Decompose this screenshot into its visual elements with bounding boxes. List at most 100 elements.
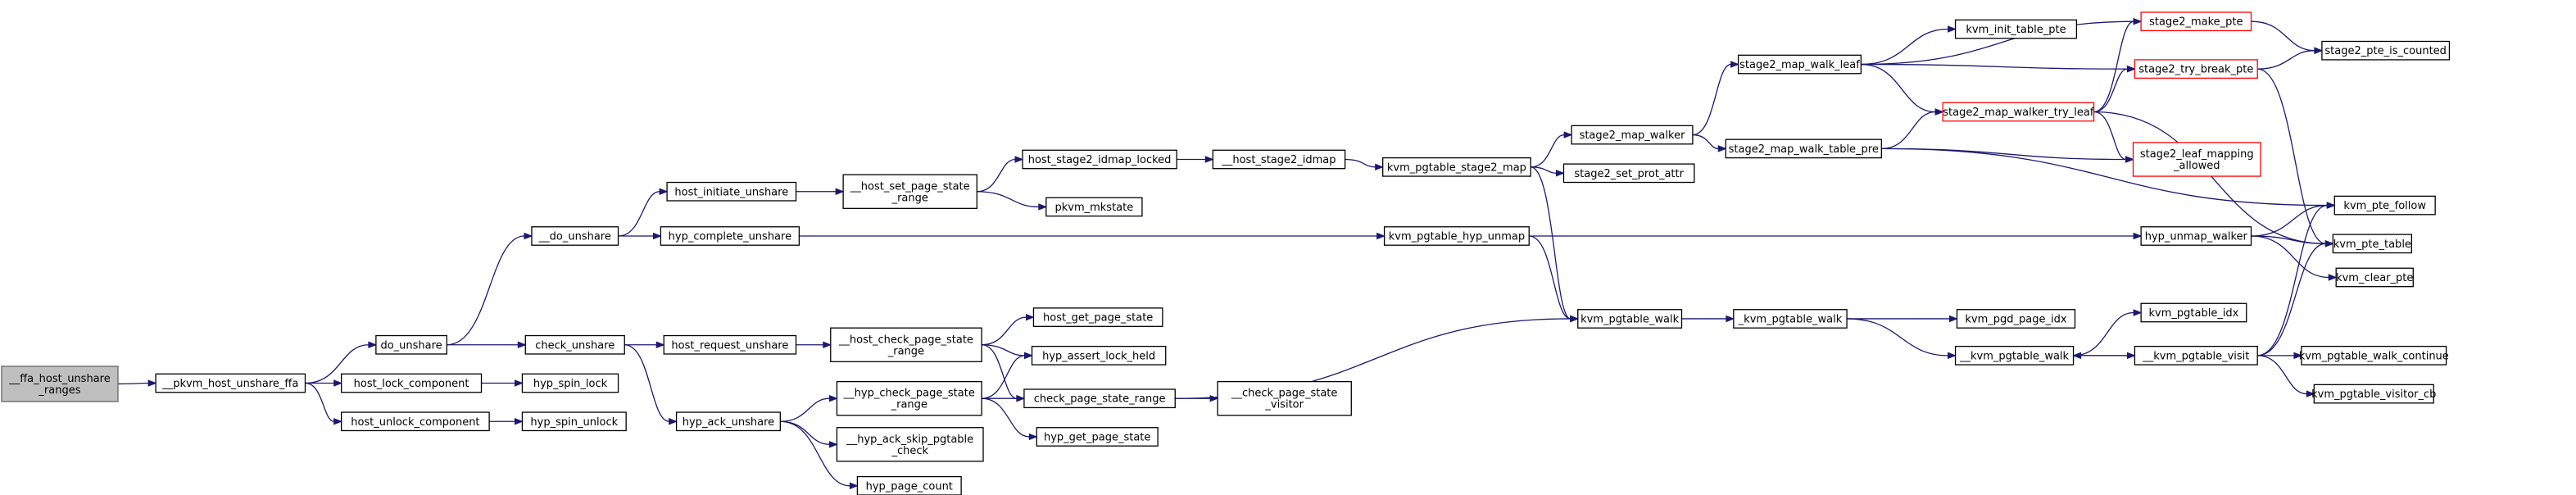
node-label: _check xyxy=(891,445,928,457)
node-kvm-pgtable-visitor-cb[interactable]: kvm_pgtable_visitor_cb xyxy=(2311,384,2436,404)
node-kvm-pgd-page-idx[interactable]: kvm_pgd_page_idx xyxy=(1956,309,2076,329)
node-box xyxy=(531,226,619,246)
node-ffa-host-unshare-ranges[interactable]: __ffa_host_unshare_ranges xyxy=(1,366,119,402)
node-label: _kvm_pgtable_walk xyxy=(1738,313,1843,325)
edge-hyp-check-page-state-range-to-hyp-assert-lock-held xyxy=(982,355,1025,399)
node-stage2-map-walk-table-pre[interactable]: stage2_map_walk_table_pre xyxy=(1725,139,1882,159)
edge-arrowhead xyxy=(652,232,662,240)
node-kvm-pgtable-stage2-map[interactable]: kvm_pgtable_stage2_map xyxy=(1382,157,1531,177)
node-kvm-init-table-pte[interactable]: kvm_init_table_pte xyxy=(1954,19,2078,39)
edge-arrowhead xyxy=(1948,25,1957,33)
node-do-unshare[interactable]: __do_unshare xyxy=(531,226,619,246)
node-check-unshare[interactable]: check_unshare xyxy=(524,334,625,355)
node-label: stage2_leaf_mapping xyxy=(2140,148,2254,161)
node-hyp-spin-unlock[interactable]: hyp_spin_unlock xyxy=(521,411,627,432)
node-hyp-ack-skip-pgtable-check[interactable]: __hyp_ack_skip_pgtable_check xyxy=(836,427,984,462)
node-box xyxy=(1954,345,2075,366)
node-hyp-spin-lock[interactable]: hyp_spin_lock xyxy=(521,373,619,393)
node-stage2-try-break-pte[interactable]: stage2_try_break_pte xyxy=(2134,59,2258,79)
node-hyp-complete-unshare[interactable]: hyp_complete_unshare xyxy=(660,226,800,246)
node-box xyxy=(524,334,625,355)
node-label: _range xyxy=(887,345,924,357)
edge-arrowhead xyxy=(333,418,343,425)
node-label: kvm_pgtable_walk_continue xyxy=(2299,350,2449,362)
node-label: stage2_map_walk_table_pre xyxy=(1729,143,1879,156)
edge-arrowhead xyxy=(517,341,527,348)
node-kvm-pte-follow[interactable]: kvm_pte_follow xyxy=(2333,195,2436,216)
node-stage2-map-walk-leaf[interactable]: stage2_map_walk_leaf xyxy=(1737,54,1862,75)
edges-layer xyxy=(117,17,2338,490)
node-label: hyp_unmap_walker xyxy=(2145,230,2248,243)
node-pkvm-host-unshare-ffa[interactable]: __pkvm_host_unshare_ffa xyxy=(155,373,306,393)
node-kvm-pgtable-walk[interactable]: _kvm_pgtable_walk xyxy=(1733,309,1848,329)
edge-arrowhead xyxy=(828,441,838,448)
node-label: stage2_pte_is_counted xyxy=(2324,45,2447,57)
edge-stage2-map-walker-to-stage2-map-walk-leaf xyxy=(1692,63,1731,136)
node-hyp-ack-unshare[interactable]: hyp_ack_unshare xyxy=(675,411,781,432)
node-host-stage2-idmap[interactable]: __host_stage2_idmap xyxy=(1212,149,1346,170)
node-box xyxy=(830,327,982,362)
node-box xyxy=(2132,142,2261,177)
node-hyp-unmap-walker[interactable]: hyp_unmap_walker xyxy=(2140,226,2252,246)
node-label: host_lock_component xyxy=(354,378,469,390)
node-stage2-leaf-mapping-allowed[interactable]: stage2_leaf_mapping_allowed xyxy=(2132,142,2261,177)
node-box xyxy=(1571,125,1694,145)
edge-stage2-map-walker-try-leaf-to-stage2-try-break-pte xyxy=(2093,68,2128,113)
edge-stage2-map-walker-try-leaf-to-stage2-make-pte xyxy=(2093,20,2134,113)
node-host-request-unshare[interactable]: host_request_unshare xyxy=(663,334,797,355)
edge-arrowhead xyxy=(1717,145,1727,152)
edge-stage2-map-walk-leaf-to-stage2-make-pte xyxy=(1861,20,2134,66)
edge-arrowhead xyxy=(1014,156,1024,163)
edge-arrowhead xyxy=(514,379,524,387)
node-host-check-page-state-range[interactable]: __host_check_page_state_range xyxy=(830,327,982,362)
node-box xyxy=(1032,307,1163,327)
node-stage2-pte-is-counted[interactable]: stage2_pte_is_counted xyxy=(2321,40,2451,61)
node-pkvm-mkstate[interactable]: pkvm_mkstate xyxy=(1045,197,1143,217)
node-stage2-make-pte[interactable]: stage2_make_pte xyxy=(2140,11,2252,32)
node-kvm-pgtable-visit[interactable]: __kvm_pgtable_visit xyxy=(2134,345,2258,366)
edge-hyp-unmap-walker-to-kvm-pte-table xyxy=(2251,235,2326,244)
node-host-stage2-idmap-locked[interactable]: host_stage2_idmap_locked xyxy=(1022,149,1177,170)
node-check-page-state-visitor[interactable]: __check_page_state_visitor xyxy=(1217,380,1352,416)
node-stage2-map-walker[interactable]: stage2_map_walker xyxy=(1571,125,1694,145)
node-hyp-page-count[interactable]: hyp_page_count xyxy=(856,475,962,495)
node-box xyxy=(2313,384,2434,404)
node-label: _range xyxy=(891,399,927,411)
node-label: __hyp_ack_skip_pgtable xyxy=(846,434,973,446)
node-stage2-map-walker-try-leaf[interactable]: stage2_map_walker_try_leaf xyxy=(1942,102,2095,122)
node-kvm-pgtable-walk-continue[interactable]: kvm_pgtable_walk_continue xyxy=(2299,345,2449,366)
node-box xyxy=(340,373,483,393)
node-kvm-pte-table[interactable]: kvm_pte_table xyxy=(2332,234,2413,254)
node-host-lock-component[interactable]: host_lock_component xyxy=(340,373,483,393)
node-host-get-page-state[interactable]: host_get_page_state xyxy=(1032,307,1163,327)
node-host-set-page-state-range[interactable]: __host_set_page_state_range xyxy=(842,174,977,209)
node-do-unshare[interactable]: do_unshare xyxy=(375,334,447,355)
node-label: _visitor xyxy=(1264,399,1304,411)
edge-kvm-pgtable-visit-to-kvm-pte-follow xyxy=(2257,204,2328,356)
node-kvm-pgtable-hyp-unmap[interactable]: kvm_pgtable_hyp_unmap xyxy=(1383,226,1530,246)
node-label: __check_page_state xyxy=(1231,388,1337,400)
edge-arrowhead xyxy=(2072,352,2082,360)
node-box xyxy=(856,475,962,495)
node-kvm-pgtable-idx[interactable]: kvm_pgtable_idx xyxy=(2140,302,2247,323)
node-label: stage2_map_walker xyxy=(1580,129,1686,142)
node-hyp-assert-lock-held[interactable]: hyp_assert_lock_held xyxy=(1031,345,1167,366)
node-label: _ranges xyxy=(38,384,80,397)
node-check-page-state-range[interactable]: check_page_state_range xyxy=(1023,388,1176,409)
node-host-initiate-unshare[interactable]: host_initiate_unshare xyxy=(666,181,797,202)
node-box xyxy=(2134,59,2258,79)
node-kvm-pgtable-walk[interactable]: kvm_pgtable_walk xyxy=(1577,309,1683,329)
node-label: hyp_assert_lock_held xyxy=(1042,350,1155,362)
node-label: hyp_get_page_state xyxy=(1044,431,1150,443)
node-kvm-clear-pte[interactable]: kvm_clear_pte xyxy=(2335,267,2414,288)
node-host-unlock-component[interactable]: host_unlock_component xyxy=(340,411,490,432)
node-hyp-get-page-state[interactable]: hyp_get_page_state xyxy=(1036,427,1159,447)
node-kvm-pgtable-walk[interactable]: __kvm_pgtable_walk xyxy=(1954,345,2075,366)
edge-stage2-map-walker-try-leaf-to-kvm-pte-table xyxy=(2093,111,2326,244)
edge-stage2-map-walk-table-pre-to-stage2-leaf-mapping-allowed xyxy=(1881,148,2126,161)
edge-stage2-map-walk-leaf-to-stage2-map-walker-try-leaf xyxy=(1861,63,1936,113)
node-label: host_request_unshare xyxy=(671,339,788,352)
node-hyp-check-page-state-range[interactable]: __hyp_check_page_state_range xyxy=(836,380,982,416)
node-box xyxy=(375,334,447,355)
node-stage2-set-prot-attr[interactable]: stage2_set_prot_attr xyxy=(1562,163,1695,184)
